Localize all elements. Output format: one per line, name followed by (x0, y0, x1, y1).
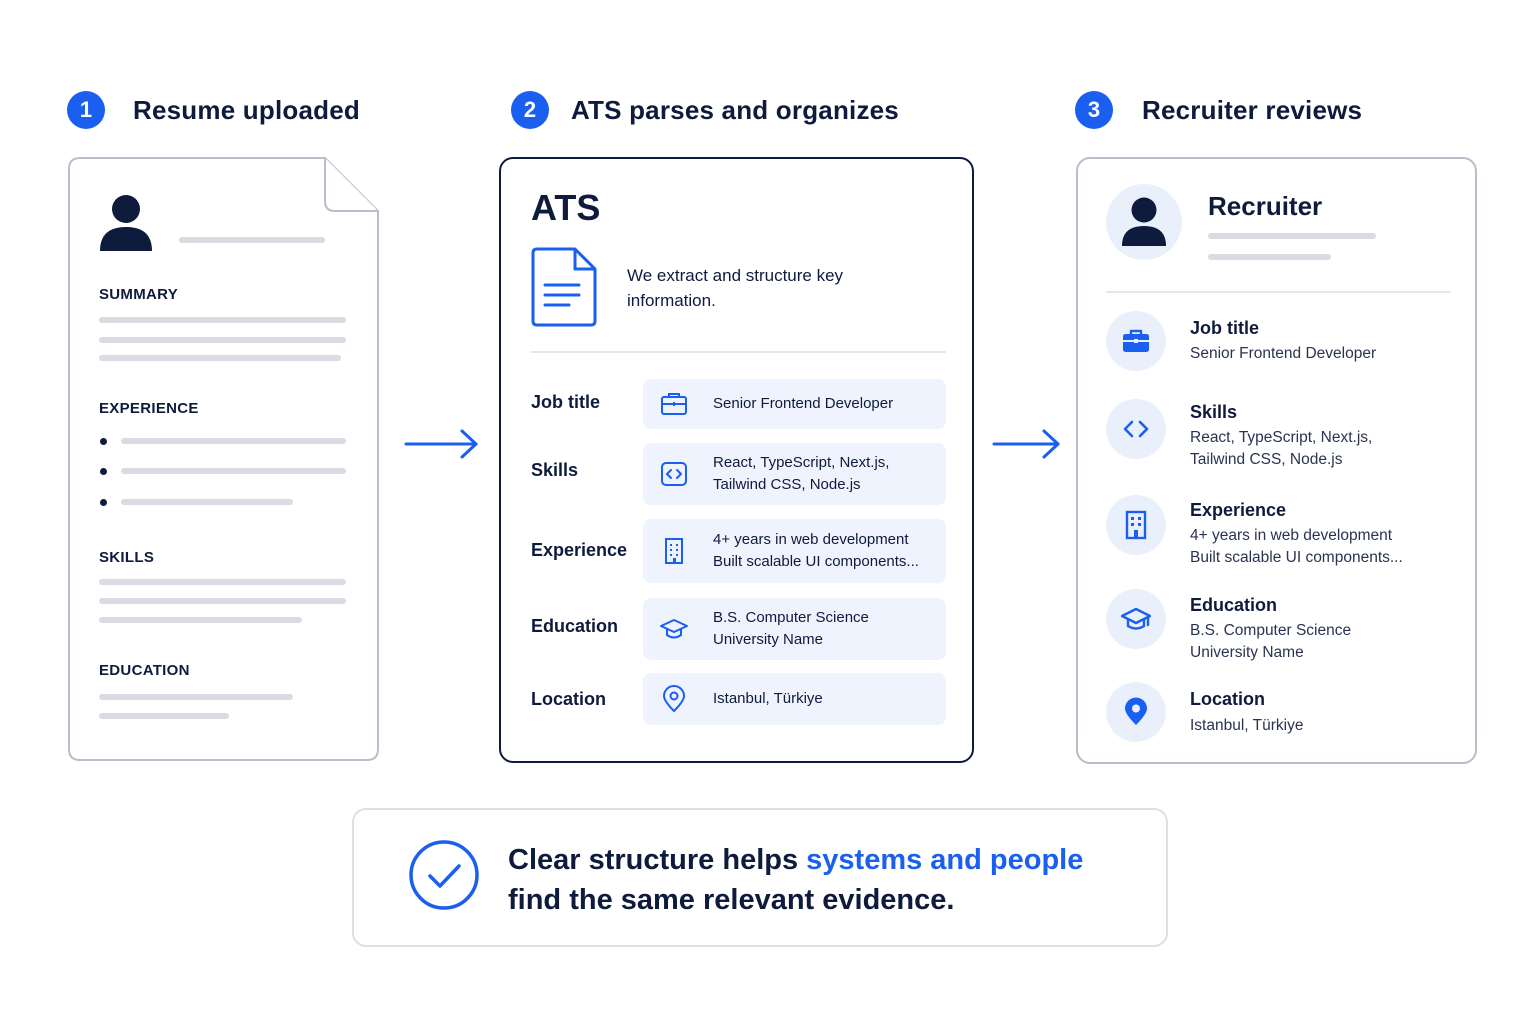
person-icon (100, 195, 152, 251)
step-3-header: 3 Recruiter reviews (1075, 91, 1362, 129)
bullet (100, 499, 107, 506)
rec-field-label: Experience (1190, 500, 1287, 520)
banner-message: Clear structure helps systems and people… (508, 840, 1083, 920)
step-1-number: 1 (67, 91, 105, 129)
summary-banner: Clear structure helps systems and people… (352, 808, 1168, 947)
rec-icon-circle (1106, 589, 1166, 649)
ats-field-value: B.S. Computer Science University Name (713, 609, 869, 648)
bullet (100, 438, 107, 445)
recruiter-name: Recruiter (1208, 191, 1323, 221)
rec-field-label: Skills (1190, 402, 1238, 422)
experience-line (121, 499, 293, 505)
summary-line (99, 317, 346, 323)
location-pin-icon (663, 685, 685, 712)
ats-field-value: 4+ years in web development Built scalab… (713, 531, 919, 570)
rec-field-value: Istanbul, Türkiye (1190, 717, 1304, 734)
building-icon (1125, 510, 1147, 540)
ats-card: ATS We extract and structure key informa… (499, 157, 974, 763)
avatar (1106, 184, 1182, 260)
experience-line (121, 438, 346, 444)
banner-text-line2: find the same relevant evidence. (508, 884, 955, 916)
rec-field-label: Location (1190, 689, 1265, 709)
code-icon (1123, 420, 1149, 438)
document-outline (68, 157, 379, 761)
ats-description: We extract and structure key information… (627, 266, 844, 310)
ats-field-location: Istanbul, Türkiye (643, 673, 946, 725)
ats-field-skills: React, TypeScript, Next.js, Tailwind CSS… (643, 443, 946, 505)
briefcase-icon (1123, 329, 1149, 352)
graduation-cap-icon (660, 619, 688, 639)
ats-field-experience: 4+ years in web development Built scalab… (643, 519, 946, 583)
step-2-header: 2 ATS parses and organizes (511, 91, 899, 129)
ats-field-education: B.S. Computer Science University Name (643, 598, 946, 660)
placeholder-line (1208, 233, 1376, 239)
step-2-number: 2 (511, 91, 549, 129)
skills-line (99, 617, 302, 623)
ats-field-label: Job title (531, 392, 601, 412)
ats-title: ATS (531, 187, 601, 228)
skills-line (99, 579, 346, 585)
name-placeholder-line (179, 237, 325, 243)
briefcase-icon (661, 393, 687, 415)
resume-section-skills: SKILLS (99, 549, 155, 566)
resume-section-education: EDUCATION (99, 662, 190, 679)
ats-field-value: React, TypeScript, Next.js, Tailwind CSS… (713, 454, 890, 493)
summary-line (99, 355, 341, 361)
ats-field-label: Location (531, 689, 606, 709)
rec-field-label: Education (1190, 595, 1278, 615)
check-circle-icon (409, 840, 479, 910)
rec-icon-circle (1106, 399, 1166, 459)
ats-field-value: Istanbul, Türkiye (713, 690, 823, 707)
step-3-title: Recruiter reviews (1142, 94, 1363, 125)
divider (1106, 291, 1451, 293)
rec-field-value: 4+ years in web development Built scalab… (1190, 527, 1403, 566)
banner-text: Clear structure helps (508, 844, 807, 876)
step-1-header: 1 Resume uploaded (67, 91, 360, 129)
rec-icon-circle (1106, 682, 1166, 742)
ats-field-label: Experience (531, 540, 628, 560)
ats-field-job-title: Senior Frontend Developer (643, 379, 946, 429)
graduation-cap-icon (1121, 607, 1151, 630)
divider (531, 351, 946, 353)
rec-field-value: Senior Frontend Developer (1190, 345, 1377, 362)
rec-field-value: B.S. Computer Science University Name (1190, 622, 1352, 661)
ats-field-value: Senior Frontend Developer (713, 395, 894, 412)
banner-highlight: systems and people (806, 844, 1084, 876)
skills-line (99, 598, 346, 604)
building-icon (665, 538, 683, 564)
rec-icon-circle (1106, 495, 1166, 555)
step-2-title: ATS parses and organizes (571, 94, 899, 125)
rec-icon-circle (1106, 311, 1166, 371)
step-1-title: Resume uploaded (133, 94, 360, 125)
summary-line (99, 337, 346, 343)
document-icon (531, 247, 597, 327)
recruiter-card: Recruiter Job title Senior Frontend Deve… (1076, 157, 1477, 764)
step-3-number: 3 (1075, 91, 1113, 129)
resume-section-experience: EXPERIENCE (99, 400, 199, 417)
ats-field-label: Skills (531, 460, 579, 480)
arrow-right-icon (992, 429, 1060, 459)
arrow-right-icon (404, 429, 478, 459)
code-icon (661, 462, 687, 486)
rec-field-value: React, TypeScript, Next.js, Tailwind CSS… (1190, 429, 1373, 468)
education-line (99, 694, 293, 700)
resume-section-summary: SUMMARY (99, 286, 179, 303)
ats-field-label: Education (531, 616, 619, 636)
experience-line (121, 468, 346, 474)
person-icon (1122, 197, 1166, 246)
placeholder-line (1208, 254, 1331, 260)
bullet (100, 468, 107, 475)
education-line (99, 713, 229, 719)
location-pin-icon (1125, 697, 1147, 725)
resume-document: SUMMARY EXPERIENCE SKILLS EDUCATION (68, 157, 379, 761)
rec-field-label: Job title (1190, 318, 1260, 338)
